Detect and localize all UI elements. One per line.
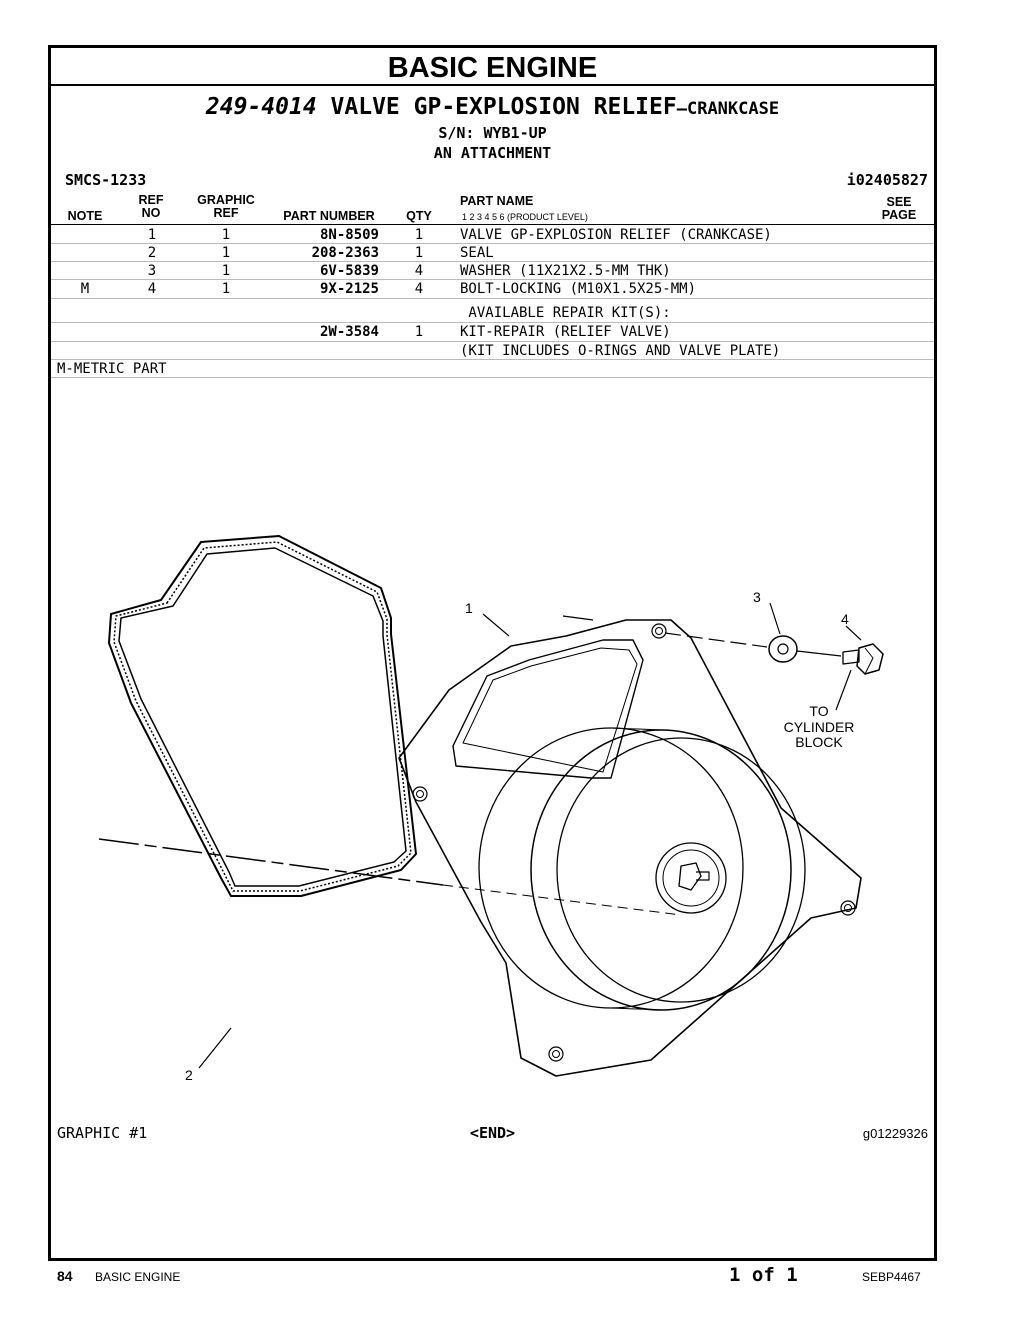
header-product-level: 1 2 3 4 5 6 (PRODUCT LEVEL) (462, 212, 588, 222)
row-part-number: 6V-5839 (319, 263, 379, 279)
row-divider (51, 377, 934, 378)
row-graphic-ref: 1 (221, 245, 231, 261)
header-ref-line1: REF (138, 193, 164, 207)
row-qty: 4 (414, 281, 424, 297)
row-ref: 1 (147, 227, 157, 243)
row-part-number: 208-2363 (311, 245, 379, 261)
to-label-line3: BLOCK (795, 734, 843, 750)
group-part-number: 249-4014 (205, 94, 317, 120)
document-id: i02405827 (846, 171, 928, 189)
footer-page-number: 84 (57, 1268, 73, 1284)
header-qty: QTY (406, 209, 432, 223)
row-divider (51, 261, 934, 262)
row-ref: 2 (147, 245, 157, 261)
header-part-number: PART NUMBER (283, 209, 375, 223)
footer-section: BASIC ENGINE (95, 1270, 181, 1284)
row-part-name: VALVE GP-EXPLOSION RELIEF (CRANKCASE) (460, 227, 772, 243)
row-divider (51, 298, 934, 299)
graphic-label: GRAPHIC #1 (57, 1124, 148, 1142)
header-gref-line2: REF (213, 206, 239, 220)
callout-2: 2 (185, 1067, 193, 1083)
locking-bolt (842, 643, 884, 675)
attachment-label: AN ATTACHMENT (433, 144, 552, 162)
callout-1: 1 (465, 600, 473, 616)
footer-page-count: 1 of 1 (729, 1264, 798, 1286)
header-part-name: PART NAME (460, 194, 534, 208)
metric-legend: M-METRIC PART (57, 361, 167, 377)
page-banner: BASIC ENGINE (51, 48, 934, 86)
row-divider (51, 243, 934, 244)
header-see-line2: PAGE (881, 208, 917, 222)
row-divider (51, 322, 934, 323)
row-graphic-ref: 1 (221, 281, 231, 297)
row-part-name: WASHER (11X21X2.5-MM THK) (460, 263, 671, 279)
row-graphic-ref: 1 (221, 227, 231, 243)
serial-number: S/N: WYB1-UP (438, 124, 547, 142)
header-rule (51, 224, 934, 225)
repair-kit-heading: AVAILABLE REPAIR KIT(S): (460, 305, 671, 321)
to-label-line1: TO (809, 703, 828, 719)
header-ref-line2: NO (141, 206, 161, 220)
row-divider (51, 359, 934, 360)
seal-gasket (108, 535, 417, 897)
row-qty: 4 (414, 263, 424, 279)
group-suffix: —CRANKCASE (676, 99, 780, 119)
kit-qty: 1 (414, 324, 424, 340)
header-note: NOTE (67, 209, 103, 223)
end-marker: <END> (469, 1124, 516, 1142)
footer-document-number: SEBP4467 (862, 1270, 921, 1284)
row-part-number: 8N-8509 (319, 227, 379, 243)
header-graphic-ref: GRAPHIC REF (186, 194, 266, 220)
kit-note: (KIT INCLUDES O-RINGS AND VALVE PLATE) (460, 343, 781, 359)
row-divider (51, 279, 934, 280)
to-label-line2: CYLINDER (784, 719, 855, 735)
row-ref: 4 (147, 281, 157, 297)
row-note: M (80, 281, 90, 297)
row-divider (51, 341, 934, 342)
row-graphic-ref: 1 (221, 263, 231, 279)
smcs-code: SMCS-1233 (65, 171, 147, 189)
kit-part-name: KIT-REPAIR (RELIEF VALVE) (460, 324, 671, 340)
row-part-name: BOLT-LOCKING (M10X1.5X25-MM) (460, 281, 697, 297)
graphic-id: g01229326 (862, 1126, 928, 1141)
kit-part-number: 2W-3584 (319, 324, 379, 340)
exploded-view-graphic: 1 2 3 4 TO CYLINDER BLOCK (98, 535, 884, 1083)
group-title: 249-4014 VALVE GP-EXPLOSION RELIEF—CRANK… (51, 94, 934, 120)
header-gref-line1: GRAPHIC (197, 193, 255, 207)
washer (768, 635, 798, 663)
header-see-line1: SEE (886, 195, 912, 209)
header-ref-no: REF NO (121, 194, 181, 220)
relief-valve-body (398, 619, 862, 1077)
row-part-number: 9X-2125 (319, 281, 379, 297)
row-ref: 3 (147, 263, 157, 279)
row-qty: 1 (414, 227, 424, 243)
callout-4: 4 (841, 611, 849, 627)
row-part-name: SEAL (460, 245, 494, 261)
header-see-page: SEE PAGE (869, 196, 929, 222)
callout-3: 3 (753, 589, 761, 605)
row-qty: 1 (414, 245, 424, 261)
page-frame: BASIC ENGINE 249-4014 VALVE GP-EXPLOSION… (48, 45, 937, 1261)
group-name: VALVE GP-EXPLOSION RELIEF (330, 94, 677, 120)
